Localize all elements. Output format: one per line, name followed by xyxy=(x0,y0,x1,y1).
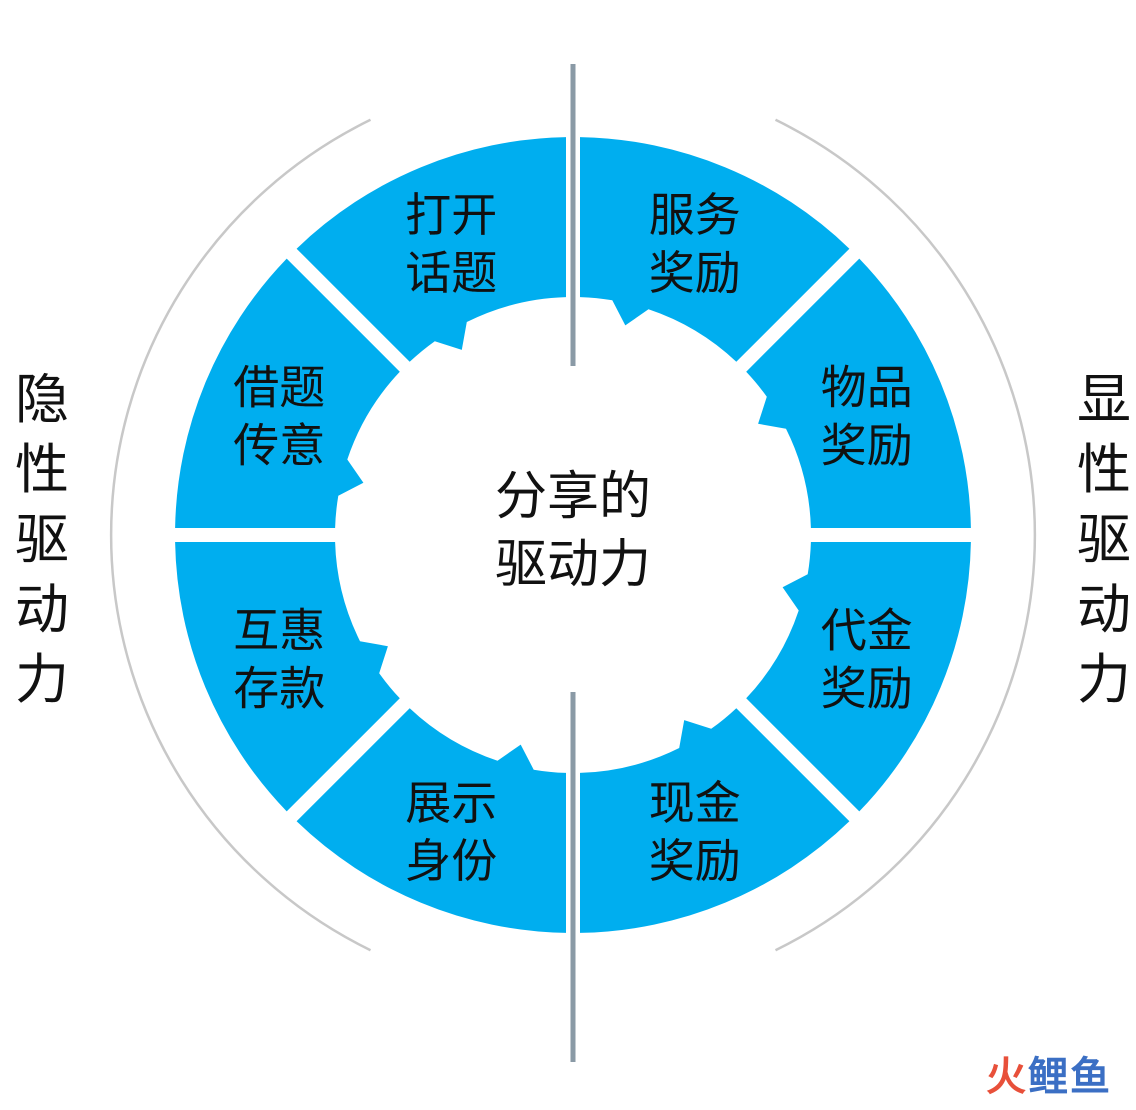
right-label-char-5: 力 xyxy=(1077,648,1131,711)
watermark-part1: 火 xyxy=(986,1054,1028,1100)
right-label-char-2: 性 xyxy=(1077,438,1131,501)
center-title-line1: 分享的 xyxy=(495,467,651,527)
segment-identity[interactable] xyxy=(296,708,566,933)
segment-voucher-label-line1: 代金 xyxy=(821,604,913,658)
right-label-char-1: 显 xyxy=(1077,368,1131,431)
segment-service[interactable] xyxy=(580,137,850,362)
segment-reciprocity[interactable] xyxy=(175,542,400,812)
segment-goods-label-line2: 奖励 xyxy=(821,418,913,472)
segment-cash[interactable] xyxy=(580,708,850,933)
segment-goods-label-line1: 物品 xyxy=(821,360,913,414)
segment-borrowed-topic[interactable] xyxy=(175,258,400,528)
segment-service-label-line1: 服务 xyxy=(649,188,741,242)
right-label-char-3: 驱 xyxy=(1077,508,1131,571)
right-label-char-4: 动 xyxy=(1077,578,1131,641)
segment-open-topic[interactable] xyxy=(296,137,566,362)
right-outer-arc xyxy=(774,118,1037,952)
segment-service-label-line2: 奖励 xyxy=(649,246,741,300)
watermark-logo: 火鲤鱼 xyxy=(986,1044,1112,1102)
segment-borrowed-topic-label-line1: 借题 xyxy=(233,360,325,414)
left-label-char-4: 动 xyxy=(15,578,69,641)
segment-reciprocity-label-line2: 存款 xyxy=(233,662,325,716)
left-label-char-3: 驱 xyxy=(15,508,69,571)
left-label-char-2: 性 xyxy=(15,438,69,501)
segment-goods[interactable] xyxy=(746,258,971,528)
left-label-char-5: 力 xyxy=(15,648,69,711)
segment-voucher-label-line2: 奖励 xyxy=(821,662,913,716)
segment-reciprocity-label-line1: 互惠 xyxy=(233,604,325,658)
segment-cash-label-line1: 现金 xyxy=(649,776,741,830)
segment-voucher[interactable] xyxy=(746,542,971,812)
segment-open-topic-label-line1: 打开 xyxy=(405,188,497,242)
segment-cash-label-line2: 奖励 xyxy=(649,834,741,888)
watermark-part2: 鲤鱼 xyxy=(1028,1054,1112,1100)
segment-identity-label-line2: 身份 xyxy=(405,834,497,888)
segment-open-topic-label-line2: 话题 xyxy=(405,246,497,300)
segment-identity-label-line1: 展示 xyxy=(405,776,497,830)
center-title-line2: 驱动力 xyxy=(495,535,651,595)
segment-borrowed-topic-label-line2: 传意 xyxy=(233,418,325,472)
left-outer-arc xyxy=(109,118,372,952)
left-label-char-1: 隐 xyxy=(15,368,69,431)
